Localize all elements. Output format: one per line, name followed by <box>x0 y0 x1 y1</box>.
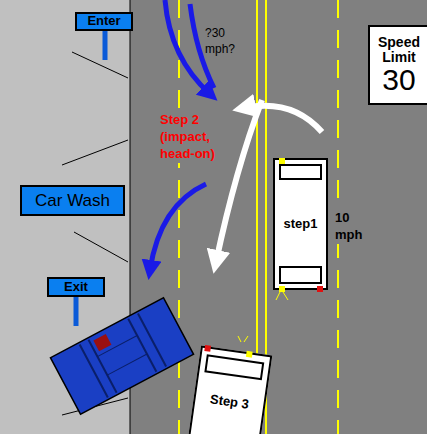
car-light <box>279 286 285 292</box>
car-window <box>204 354 264 380</box>
car-light <box>204 345 211 352</box>
node-text: Step 3 <box>209 392 250 412</box>
speed-note: ?30 mph? <box>205 26 247 57</box>
impact-note: Step 2 (impact, head-on) <box>160 112 226 163</box>
car-light <box>279 158 285 164</box>
node-text: Enter <box>87 14 120 29</box>
speed-limit-sign: Speed Limit30 <box>368 25 427 105</box>
blue-arrow <box>165 0 210 94</box>
car-light <box>93 334 111 351</box>
driveway-line <box>72 52 128 78</box>
spark-line <box>244 336 248 342</box>
white-car: Step 3 <box>188 345 273 434</box>
car-body <box>50 298 193 415</box>
node-text: Exit <box>64 280 88 295</box>
road-surface <box>130 0 427 434</box>
light-spark <box>238 292 288 342</box>
car-wash-sign: Car Wash <box>20 185 125 216</box>
sign-post <box>74 297 79 326</box>
speed-note: 10 mph <box>335 210 369 244</box>
car-light <box>317 286 323 292</box>
spark-line <box>238 336 241 342</box>
spark-line <box>276 292 280 300</box>
car-window <box>279 164 322 180</box>
car-window <box>80 345 108 398</box>
car-window <box>279 266 322 284</box>
car-light <box>246 351 253 358</box>
car-window <box>128 319 156 372</box>
node-text: step1 <box>284 217 318 232</box>
driveway-line <box>74 232 128 262</box>
enter-sign: Enter <box>75 12 133 31</box>
sign-post <box>103 30 108 60</box>
spark-line <box>283 292 288 300</box>
white-car: step1 <box>273 158 328 290</box>
exit-sign: Exit <box>47 277 105 297</box>
node-text: 30 <box>382 65 415 95</box>
blue-arrow <box>150 184 206 270</box>
driveway-line <box>62 140 128 165</box>
blue-car <box>50 298 193 415</box>
car-stripe <box>107 354 147 375</box>
node-text: Car Wash <box>35 191 110 211</box>
car-window <box>138 314 166 367</box>
lane-dash <box>178 0 180 434</box>
node-text: Speed Limit <box>370 35 427 64</box>
